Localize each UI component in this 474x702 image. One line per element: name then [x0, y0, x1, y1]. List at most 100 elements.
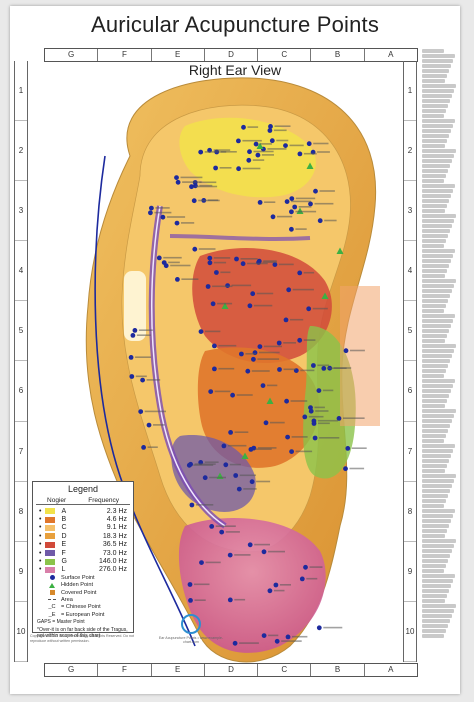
point-label-placeholder: [276, 139, 289, 142]
surface-point-marker: [306, 141, 312, 147]
surface-point-marker: [174, 175, 179, 181]
legend-key-row: _C= Chinese Point: [33, 604, 133, 611]
point-label-placeholder: [278, 263, 294, 266]
point-label-placeholder: [317, 364, 329, 367]
surface-point-marker: [236, 166, 242, 172]
index-entry-line: [422, 594, 447, 598]
point-label-placeholder: [153, 424, 165, 426]
publisher-badge: Ear Acupuncture Points • www.example-cha…: [156, 614, 226, 644]
row-label: 7: [15, 422, 27, 482]
legend-frequency: 18.3 Hz: [102, 532, 127, 540]
row-label: 9: [404, 542, 416, 602]
point-label-placeholder: [220, 151, 237, 153]
surface-point-marker: [188, 598, 193, 603]
index-entry-line: [422, 239, 446, 243]
point-label-placeholder: [295, 197, 316, 200]
index-entry-line: [422, 629, 446, 633]
index-entry-line: [422, 634, 444, 638]
legend-bullet-icon: •: [39, 532, 42, 540]
index-entry-line: [422, 599, 445, 603]
legend-key-label: = Chinese Point: [61, 604, 101, 611]
point-label-placeholder: [136, 334, 151, 336]
point-label-placeholder: [267, 148, 287, 150]
column-label: B: [311, 49, 365, 61]
surface-point-marker: [160, 214, 166, 220]
point-label-placeholder: [209, 476, 226, 479]
surface-point-marker: [187, 582, 193, 587]
surface-point-marker: [205, 284, 211, 289]
point-label-placeholder: [252, 159, 265, 161]
index-entry-line: [422, 149, 456, 153]
index-entry-line: [422, 524, 449, 528]
index-entry-line: [422, 219, 454, 223]
point-label-placeholder: [231, 284, 252, 287]
row-label: 5: [404, 301, 416, 362]
point-label-placeholder: [220, 271, 231, 274]
surface-point-marker: [273, 582, 279, 588]
point-label-placeholder: [259, 351, 280, 354]
surface-point-marker: [245, 368, 251, 374]
surface-point-marker: [261, 549, 267, 555]
point-label-placeholder: [273, 129, 287, 132]
point-label-placeholder: [195, 504, 214, 506]
index-entry-line: [422, 454, 451, 458]
point-label-placeholder: [261, 154, 274, 156]
surface-point-marker: [212, 366, 217, 372]
acupuncture-poster: Auricular Acupuncture Points G F E D C B…: [10, 6, 460, 694]
point-label-placeholder: [163, 256, 182, 259]
surface-point-marker: [214, 270, 219, 275]
surface-point-marker: [202, 475, 208, 481]
index-entry-line: [422, 74, 447, 78]
index-entry-line: [422, 519, 451, 523]
point-label-placeholder: [323, 626, 343, 629]
index-entry-line: [422, 179, 444, 183]
index-entry-line: [422, 579, 453, 583]
index-entry-line: [422, 129, 451, 133]
legend-swatch: [45, 558, 56, 565]
row-label: 3: [15, 181, 27, 242]
legend-bullet-icon: •: [39, 507, 42, 515]
ear-back-panel: [340, 286, 380, 426]
surface-point-marker: [257, 344, 263, 349]
index-entry-line: [422, 59, 453, 63]
ear-ridge-white: [124, 271, 146, 341]
point-label-placeholder: [322, 389, 334, 392]
point-label-placeholder: [219, 167, 232, 169]
index-entry-line: [422, 559, 448, 563]
legend-bullet-icon: •: [39, 524, 42, 532]
index-entry-line: [422, 159, 452, 163]
point-label-placeholder: [212, 285, 233, 288]
index-entry-line: [422, 309, 444, 313]
surface-point-marker: [267, 128, 273, 133]
index-entry-line: [422, 94, 452, 98]
index-entry-line: [422, 234, 448, 238]
ear-logo-icon: [181, 614, 201, 634]
index-entry-line: [422, 549, 452, 553]
index-entry-line: [422, 554, 450, 558]
row-label: 1: [15, 61, 27, 122]
point-label-placeholder: [289, 144, 304, 147]
column-header-top: G F E D C B A: [44, 48, 418, 62]
point-label-placeholder: [279, 584, 291, 586]
index-entry-line: [422, 199, 449, 203]
index-entry-line: [422, 534, 445, 538]
hidden-point-marker: [266, 397, 274, 404]
legend-frequency: 276.0 Hz: [98, 566, 127, 574]
index-entry-line: [422, 304, 446, 308]
surface-point-marker: [189, 502, 195, 508]
index-entry-line: [422, 379, 455, 383]
column-label: C: [258, 49, 312, 61]
legend-bullet-icon: •: [39, 541, 42, 549]
point-label-placeholder: [260, 143, 272, 145]
row-label: 5: [15, 301, 27, 362]
point-label-placeholder: [253, 150, 274, 153]
point-label-placeholder: [324, 219, 337, 222]
legend-frequency: 9.1 Hz: [106, 524, 127, 532]
point-label-placeholder: [281, 640, 302, 642]
surface-point-marker: [283, 317, 289, 323]
row-labels-right: 1 2 3 4 5 6 7 8 9 10: [403, 61, 417, 662]
hidden-point-marker: [336, 247, 344, 254]
